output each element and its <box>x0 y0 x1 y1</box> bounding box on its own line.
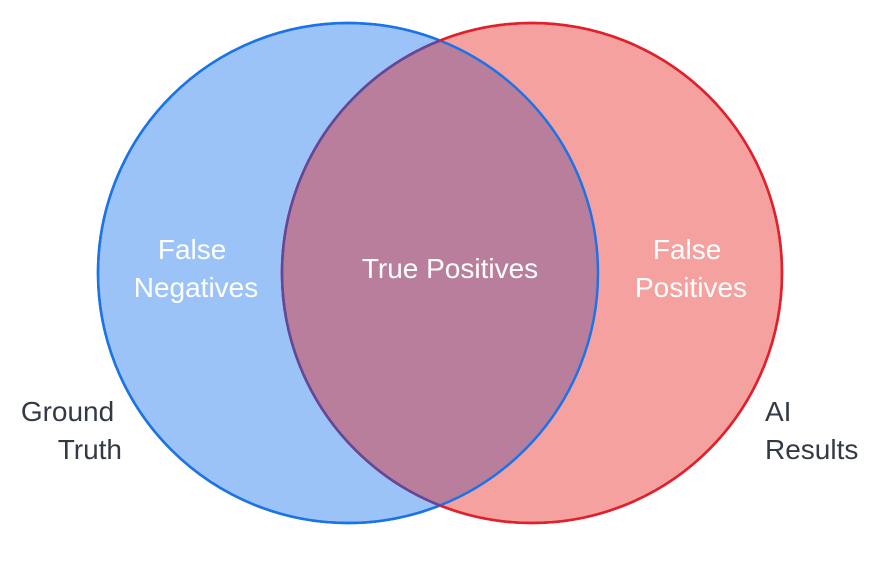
ground-truth-outline <box>96 21 600 525</box>
true-positives-label: True Positives <box>362 253 538 284</box>
ai-results-label: AI Results <box>765 396 858 465</box>
ground-truth-label: Ground Truth <box>21 396 122 465</box>
overlap-region <box>282 23 598 523</box>
false-positives-label: False Positives <box>635 234 747 303</box>
false-negatives-label: False Negatives <box>134 234 259 303</box>
overlap-outline <box>280 23 598 523</box>
